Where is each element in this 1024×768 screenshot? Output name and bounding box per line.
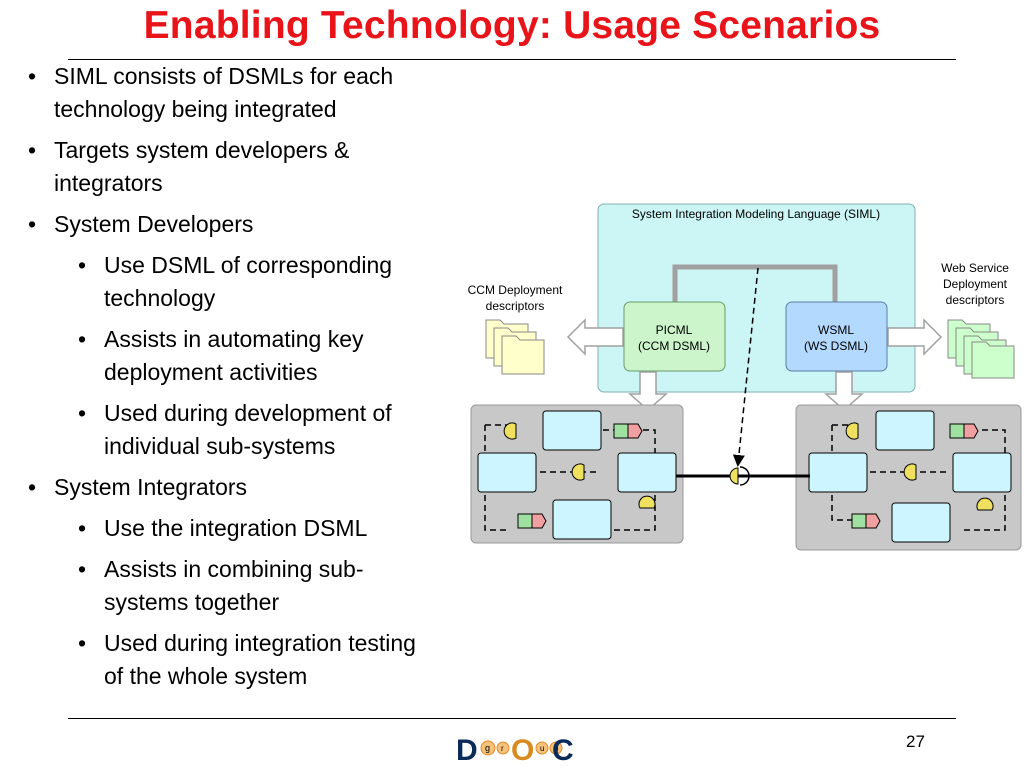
doc-group-logo: D g r O u p C bbox=[456, 734, 574, 766]
left-arrow bbox=[566, 318, 624, 356]
right-arrow bbox=[887, 318, 943, 356]
bullet-marker: • bbox=[78, 326, 87, 352]
logo-gear-4 bbox=[549, 741, 563, 755]
bullet-text-line: Use DSML of corresponding bbox=[104, 252, 393, 278]
slide-title: Enabling Technology: Usage Scenarios bbox=[143, 4, 881, 47]
logo-g: g bbox=[485, 743, 490, 753]
ws-label-1: Web Service bbox=[941, 261, 1009, 275]
bullet-marker: • bbox=[28, 474, 37, 500]
footer-rule bbox=[68, 718, 956, 719]
bullet-item: • Targets system developers & integrators bbox=[28, 134, 508, 200]
bullet-text-line: Used during integration testing bbox=[104, 630, 416, 656]
siml-diagram: System Integration Modeling Language (SI… bbox=[468, 203, 1022, 551]
logo-o: O bbox=[511, 734, 534, 766]
wsml-label: WSML bbox=[818, 323, 854, 337]
dashed-arrow bbox=[732, 267, 759, 467]
bullet-text-line: technology bbox=[104, 285, 216, 311]
logo-r: r bbox=[501, 744, 504, 753]
bullet-text-line: of the whole system bbox=[104, 663, 308, 689]
picml-box[interactable] bbox=[623, 301, 726, 372]
siml-label: System Integration Modeling Language (SI… bbox=[632, 207, 880, 221]
ws-document-stack bbox=[947, 319, 1015, 379]
ccm-assembly bbox=[470, 404, 684, 544]
wsml-sublabel: (WS DSML) bbox=[804, 339, 868, 353]
ws-assembly bbox=[795, 404, 1022, 551]
bullet-text-line: Assists in combining sub- bbox=[104, 556, 364, 582]
ccm-label-2: descriptors bbox=[486, 299, 545, 313]
bullet-text-line: System Integrators bbox=[54, 474, 248, 500]
bullet-item: • Assists in automating key deployment act… bbox=[78, 323, 508, 389]
bullet-text-line: Targets system developers & bbox=[54, 137, 350, 163]
bullet-marker: • bbox=[28, 137, 37, 163]
bullet-text-line: Assists in automating key bbox=[104, 326, 364, 352]
picml-sublabel: (CCM DSML) bbox=[638, 339, 710, 353]
bullet-item: • System Integrators bbox=[28, 471, 508, 504]
dsml-connector bbox=[672, 264, 838, 303]
logo-gear-3 bbox=[535, 741, 549, 755]
page-number: 27 bbox=[906, 732, 925, 751]
bullet-item: • Used during integration testing of the w… bbox=[78, 627, 508, 693]
logo-gear-1 bbox=[480, 740, 496, 756]
wsml-box[interactable] bbox=[785, 301, 888, 372]
logo-c: C bbox=[552, 734, 574, 766]
bullet-marker: • bbox=[28, 63, 37, 89]
arrow-to-right-assembly bbox=[824, 371, 864, 412]
bullet-marker: • bbox=[78, 252, 87, 278]
bullet-text-line: System Developers bbox=[54, 211, 254, 237]
bullet-item: • Used during development of individual su… bbox=[78, 397, 508, 463]
bullet-text-line: Use the integration DSML bbox=[104, 515, 368, 541]
bullet-text-line: individual sub-systems bbox=[104, 433, 336, 459]
bullet-item: • SIML consists of DSMLs for each technolo… bbox=[28, 60, 508, 126]
ccm-document-stack bbox=[485, 319, 545, 375]
integration-connector bbox=[729, 467, 739, 485]
bullet-marker: • bbox=[78, 400, 87, 426]
arrow-picml-down bbox=[628, 371, 668, 412]
bullet-marker: • bbox=[78, 630, 87, 656]
picml-label: PICML bbox=[656, 323, 693, 337]
bullet-list: • SIML consists of DSMLs for each technolo… bbox=[28, 60, 508, 701]
bullet-text-line: technology being integrated bbox=[54, 96, 337, 122]
bullet-text-line: SIML consists of DSMLs for each bbox=[54, 63, 394, 89]
bullet-marker: • bbox=[28, 211, 37, 237]
bullet-marker: • bbox=[78, 515, 87, 541]
bullet-item: • System Developers bbox=[28, 208, 508, 241]
ws-label-2: Deployment bbox=[943, 277, 1008, 291]
title-underline bbox=[68, 59, 956, 60]
integration-port bbox=[739, 466, 750, 486]
bullet-text-line: Used during development of bbox=[104, 400, 392, 426]
bullet-text-line: systems together bbox=[104, 589, 280, 615]
logo-u: u bbox=[540, 744, 544, 753]
bullet-text-line: deployment activities bbox=[104, 359, 318, 385]
logo-d: D bbox=[456, 734, 478, 766]
bullet-marker: • bbox=[78, 556, 87, 582]
bullet-item: • Use the integration DSML bbox=[78, 512, 508, 545]
bullet-item: • Assists in combining sub-systems togeth… bbox=[78, 553, 508, 619]
bullet-item: • Use DSML of corresponding technology bbox=[78, 249, 508, 315]
logo-gear-2 bbox=[496, 741, 510, 755]
logo-p: p bbox=[554, 744, 559, 753]
bullet-text-line: integrators bbox=[54, 170, 163, 196]
ws-label-3: descriptors bbox=[946, 293, 1005, 307]
ccm-label-1: CCM Deployment bbox=[468, 283, 563, 297]
